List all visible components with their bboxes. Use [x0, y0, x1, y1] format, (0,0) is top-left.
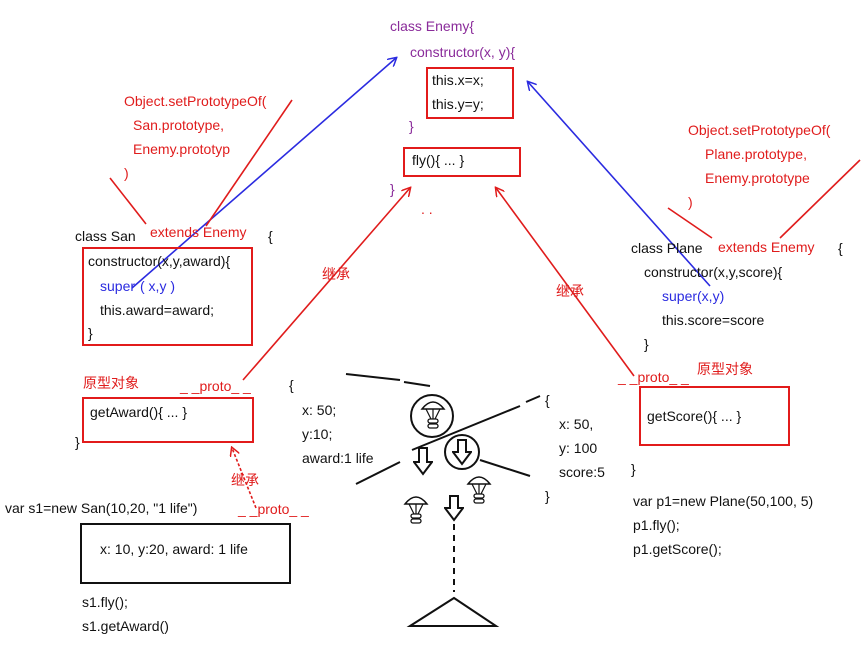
san-obj-y: y:10; [302, 426, 333, 442]
enemy-class-close: } [390, 181, 395, 197]
parachute-enemy-icon [403, 496, 429, 524]
plane-class-close: } [631, 461, 636, 477]
s1-instance-values: x: 10, y:20, award: 1 life [100, 541, 248, 557]
plane-constructor: constructor(x,y,score){ [644, 264, 783, 280]
plane-obj-open: { [545, 392, 550, 408]
plane-inherit-label: 继承 [556, 283, 584, 299]
plane-obj-score: score:5 [559, 464, 605, 480]
enemy-ctor-box [426, 67, 514, 119]
arrow-down-icon [413, 447, 433, 476]
san-class-close: } [75, 434, 80, 450]
enemy-this-x: this.x=x; [432, 72, 484, 88]
san-proto-link: _ _proto_ _ [180, 378, 251, 394]
arrow-down-icon [444, 495, 464, 522]
san-obj-open: { [289, 377, 294, 393]
san-open-brace: { [268, 228, 273, 244]
san-this-award: this.award=award; [100, 302, 215, 318]
san-proto-inherit-arrow [242, 188, 410, 381]
plane-setproto-tick [667, 207, 713, 239]
san-prototype-label: 原型对象 [83, 375, 139, 391]
s1-call-getaward: s1.getAward() [82, 618, 169, 634]
enemy-fly-method: fly(){ ... } [412, 152, 465, 168]
san-setproto-call: Object.setPrototypeOf( [124, 93, 267, 109]
san-super-args: ( x,y ) [140, 278, 175, 294]
plane-setproto-arg2: Enemy.prototype [705, 170, 810, 186]
enemy-constructor: constructor(x, y){ [410, 44, 516, 60]
san-obj-award: award:1 life [302, 450, 374, 466]
plane-class-decl: class Plane [631, 240, 703, 256]
p1-declaration: var p1=new Plane(50,100, 5) [633, 493, 814, 509]
plane-obj-x: x: 50, [559, 416, 594, 432]
san-super-keyword: super [100, 278, 136, 294]
san-setproto-close: ) [124, 165, 129, 181]
san-extends: extends Enemy [150, 224, 247, 240]
san-setproto-arg2: Enemy.prototyp [133, 141, 231, 157]
plane-extends: extends Enemy [718, 239, 815, 255]
enemy-this-y: this.y=y; [432, 96, 484, 112]
plane-ctor-close: } [644, 336, 649, 352]
san-prototype-box [82, 397, 254, 443]
p1-call-getscore: p1.getScore(); [633, 541, 722, 557]
s1-inherit-label: 继承 [231, 472, 259, 488]
plane-open-brace: { [838, 240, 843, 256]
san-setproto-arg1: San.prototype, [133, 117, 225, 133]
plane-prototype-label: 原型对象 [697, 361, 753, 377]
san-ctor-close: } [88, 325, 93, 341]
arrow-down-icon [452, 439, 472, 466]
plane-setproto-call: Object.setPrototypeOf( [688, 122, 831, 138]
plane-obj-y: y: 100 [559, 440, 598, 456]
plane-obj-close: } [545, 488, 550, 504]
parachute-enemy-icon [420, 401, 446, 429]
san-inherit-label: 继承 [322, 266, 350, 282]
s1-instance-box [80, 523, 291, 584]
enemy-ctor-close: } [409, 118, 414, 134]
plane-prototype-box [639, 386, 790, 446]
enemy-class-header: class Enemy{ [390, 18, 475, 34]
san-class-decl: class San [75, 228, 136, 244]
parachute-enemy-icon [466, 476, 492, 504]
plane-setproto-arg1: Plane.prototype, [705, 146, 807, 162]
p1-call-fly: p1.fly(); [633, 517, 680, 533]
enemy-fly-box [403, 147, 521, 177]
plane-setproto-close: ) [688, 194, 693, 210]
plane-get-score: getScore(){ ... } [647, 408, 742, 424]
plane-proto-link: _ _proto_ _ [618, 369, 689, 385]
san-ctor-box [82, 247, 253, 346]
s1-proto-link: _ _proto_ _ [238, 501, 309, 517]
san-constructor: constructor(x,y,award){ [88, 253, 231, 269]
enemy-ellipsis: . . [421, 201, 433, 217]
san-obj-x: x: 50; [302, 402, 337, 418]
plane-this-score: this.score=score [662, 312, 765, 328]
hero-triangle [406, 596, 500, 627]
san-setproto-tick [109, 177, 147, 225]
san-get-award: getAward(){ ... } [90, 404, 188, 420]
s1-call-fly: s1.fly(); [82, 594, 128, 610]
s1-declaration: var s1=new San(10,20, "1 life") [5, 500, 198, 516]
plane-super-call: super(x,y) [662, 288, 725, 304]
